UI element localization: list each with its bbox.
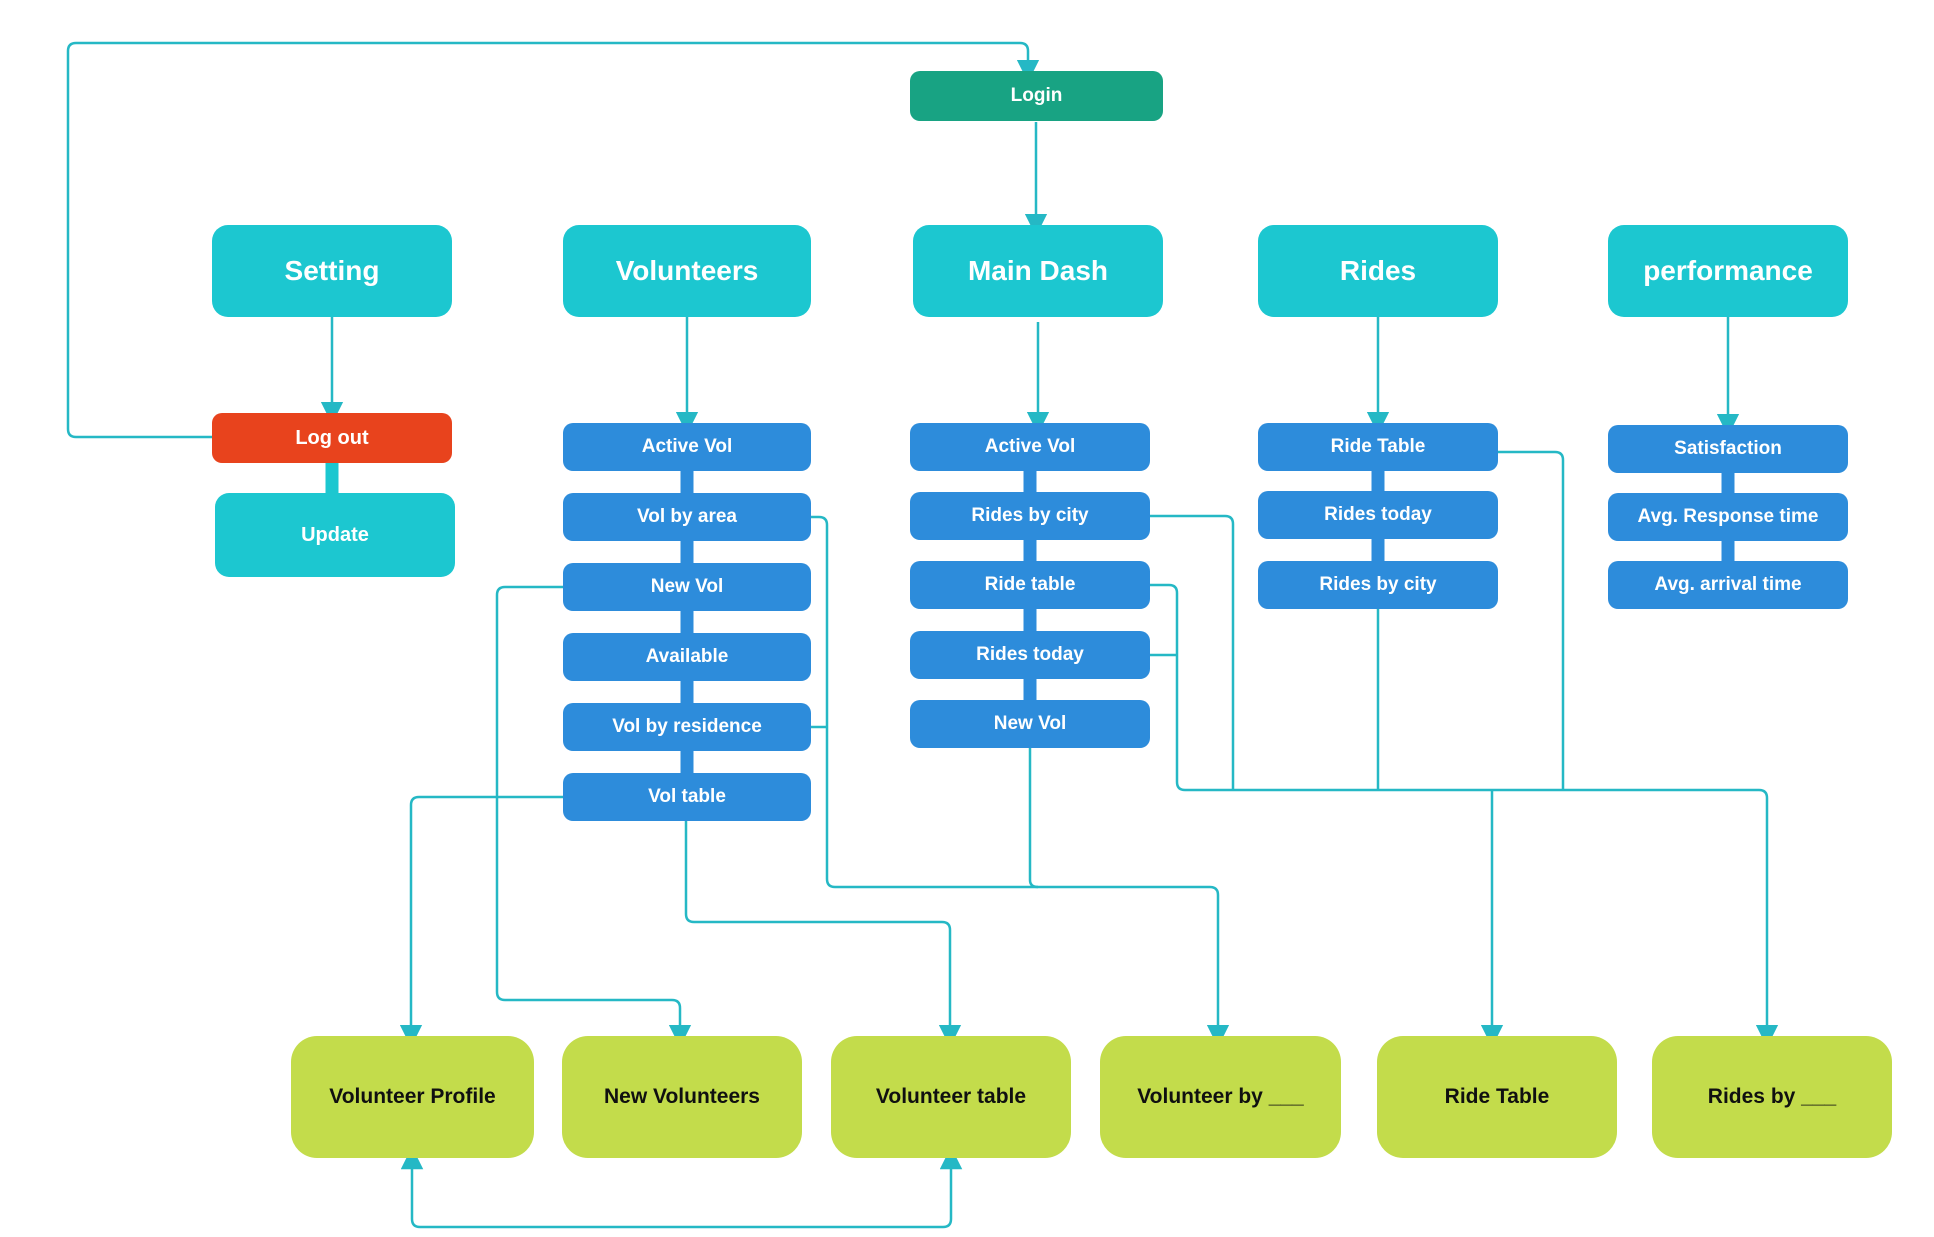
node-md-rides-today: Rides today xyxy=(910,631,1150,679)
node-login: Login xyxy=(910,71,1163,121)
node-main-dash: Main Dash xyxy=(913,225,1163,317)
node-md-new-vol: New Vol xyxy=(910,700,1150,748)
node-perf-avg-arrival-time: Avg. arrival time xyxy=(1608,561,1848,609)
node-log-out: Log out xyxy=(212,413,452,463)
teal-connectors xyxy=(66,41,1779,1229)
node-rides-rides-today: Rides today xyxy=(1258,491,1498,539)
node-rides: Rides xyxy=(1258,225,1498,317)
node-vol-table: Vol table xyxy=(563,773,811,821)
node-performance: performance xyxy=(1608,225,1848,317)
node-new-volunteers: New Volunteers xyxy=(562,1036,802,1158)
node-setting: Setting xyxy=(212,225,452,317)
node-rides-rides-by-city: Rides by city xyxy=(1258,561,1498,609)
node-md-rides-by-city: Rides by city xyxy=(910,492,1150,540)
node-perf-satisfaction: Satisfaction xyxy=(1608,425,1848,473)
node-vol-active-vol: Active Vol xyxy=(563,423,811,471)
node-volunteers: Volunteers xyxy=(563,225,811,317)
node-md-ride-table: Ride table xyxy=(910,561,1150,609)
node-update: Update xyxy=(215,493,455,577)
node-md-active-vol: Active Vol xyxy=(910,423,1150,471)
chain-links xyxy=(680,450,1735,795)
node-volunteer-table: Volunteer table xyxy=(831,1036,1071,1158)
node-perf-avg-response-time: Avg. Response time xyxy=(1608,493,1848,541)
node-vol-by-area: Vol by area xyxy=(563,493,811,541)
node-volunteer-profile: Volunteer Profile xyxy=(291,1036,534,1158)
node-volunteer-by: Volunteer by ___ xyxy=(1100,1036,1341,1158)
node-ride-table-leaf: Ride Table xyxy=(1377,1036,1617,1158)
node-vol-new-vol: New Vol xyxy=(563,563,811,611)
node-vol-by-residence: Vol by residence xyxy=(563,703,811,751)
node-vol-available: Available xyxy=(563,633,811,681)
node-rides-ride-table: Ride Table xyxy=(1258,423,1498,471)
node-rides-by-leaf: Rides by ___ xyxy=(1652,1036,1892,1158)
